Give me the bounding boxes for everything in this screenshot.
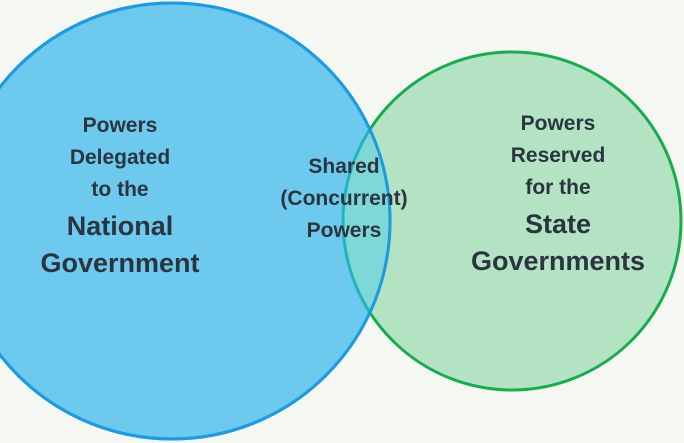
national-line-2: Delegated: [69, 146, 171, 169]
state-governments-label: Powers Reserved for the State Government…: [458, 108, 658, 278]
state-line-3: for the: [525, 176, 591, 199]
national-line-5: Government: [40, 248, 200, 278]
national-government-circle-outline: [0, 1, 392, 441]
national-line-1: Powers: [82, 114, 158, 137]
shared-powers-label: Shared (Concurrent) Powers: [244, 151, 444, 247]
state-line-4: State: [524, 209, 592, 239]
state-line-5: Governments: [470, 246, 646, 276]
shared-line-1: Shared: [308, 155, 380, 178]
national-line-4: National: [66, 211, 174, 241]
national-line-3: to the: [91, 178, 149, 201]
shared-line-3: Powers: [306, 219, 382, 242]
national-government-label: Powers Delegated to the National Governm…: [20, 110, 220, 280]
state-line-1: Powers: [520, 112, 596, 135]
shared-line-2: (Concurrent): [280, 187, 408, 210]
state-line-2: Reserved: [510, 144, 606, 167]
state-governments-circle-outline: [341, 50, 390, 392]
